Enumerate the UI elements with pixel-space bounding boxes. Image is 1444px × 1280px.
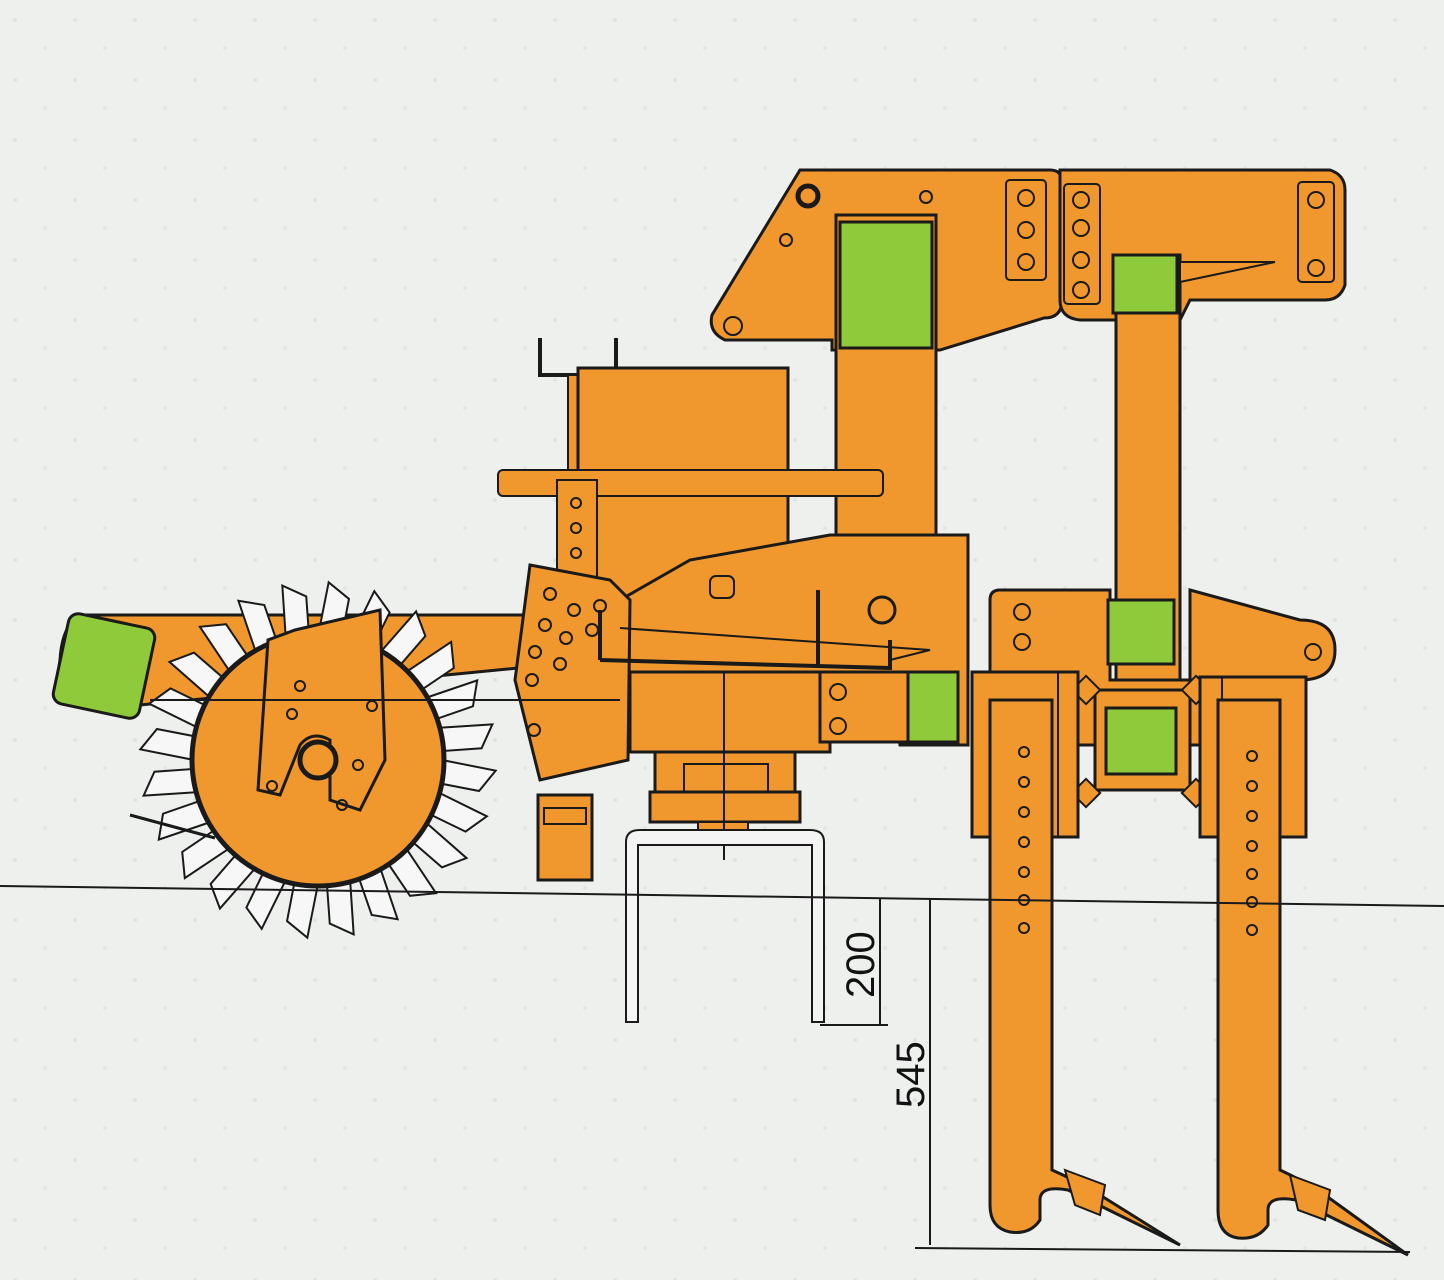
post-block [1111, 253, 1179, 315]
arm-pivot [795, 183, 821, 209]
arm-hole [723, 316, 743, 336]
side-plate [513, 563, 632, 782]
gearbox-block [906, 670, 960, 744]
arm-bolt [1017, 189, 1325, 299]
soil-surface-line [0, 885, 1444, 907]
cross-shaft [497, 469, 884, 497]
gearbox-hole [829, 683, 847, 701]
roller-brace [129, 813, 216, 840]
arm-spring [1179, 261, 1276, 284]
arm-hole [779, 233, 793, 247]
arm-hole [919, 190, 933, 204]
gearbox-bracket [598, 610, 892, 671]
arm-bolt-plate [1005, 179, 1335, 305]
gearbox-hole [829, 717, 847, 735]
dimension-inner [820, 898, 888, 1026]
dimension-label-545: 545 [889, 1041, 933, 1108]
roller-axle [297, 739, 339, 781]
gearbox-pivot [867, 595, 897, 625]
roller-arm [256, 608, 387, 812]
gearbox-knob [709, 575, 735, 599]
link-hole [570, 497, 582, 559]
carrier-bolt [1013, 603, 1322, 661]
post-block [838, 220, 934, 350]
frame-block [51, 612, 157, 720]
dimension-label-200: 200 [839, 931, 883, 998]
tine-block [1104, 706, 1178, 776]
dimension-total [914, 900, 1411, 1253]
tine-point [1288, 1173, 1332, 1222]
gearbox-lower [628, 670, 832, 754]
gearbox-spring [619, 627, 931, 661]
wheel-bracket [543, 807, 587, 825]
tine-block [1106, 598, 1176, 666]
rotor-tine [625, 829, 825, 1023]
tine-point [1063, 1168, 1107, 1217]
